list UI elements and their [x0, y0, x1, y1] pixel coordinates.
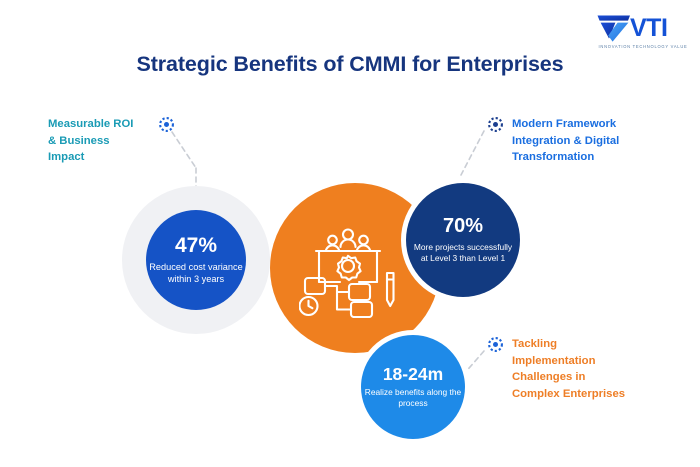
callout-measurable-roi: Measurable ROI & Business Impact	[48, 116, 168, 166]
vti-logo: VTI INNOVATION TECHNOLOGY VALUE	[597, 14, 689, 54]
page-title: Strategic Benefits of CMMI for Enterpris…	[136, 52, 564, 76]
stat-description: Reduced cost variance within 3 years	[149, 261, 243, 284]
process-workflow-icon	[299, 228, 395, 318]
logo-tagline: INNOVATION TECHNOLOGY VALUE	[598, 44, 688, 49]
stat-value: 47%	[174, 233, 218, 257]
callout-tackling-implementation: Tackling Implementation Challenges in Co…	[512, 336, 687, 402]
stat-description: More projects successfully at Level 3 th…	[413, 242, 513, 263]
callout-modern-framework: Modern Framework Integration & Digital T…	[512, 116, 687, 166]
stat-description: Realize benefits along the process	[364, 387, 462, 409]
logo-wordmark: VTI	[630, 14, 668, 42]
dotted-target-icon-modern-framework	[488, 117, 503, 132]
dotted-target-icon-measurable-roi	[159, 117, 174, 132]
vti-chevron-logo-icon	[597, 15, 630, 42]
callout-label: Tackling Implementation Challenges in Co…	[512, 338, 626, 400]
stat-value: 18-24m	[382, 364, 444, 385]
stat-bubble-reduced-cost-variance[interactable]: 47% Reduced cost variance within 3 years	[146, 210, 246, 310]
stat-bubble-more-projects-level-3[interactable]: 70% More projects successfully at Level …	[406, 183, 520, 297]
stat-value: 70%	[442, 215, 484, 238]
stat-bubble-realize-benefits-timeline[interactable]: 18-24m Realize benefits along the proces…	[361, 335, 465, 439]
callout-label: Modern Framework Integration & Digital T…	[512, 118, 620, 163]
dotted-target-icon-tackling-implementation	[488, 337, 503, 352]
callout-label: Measurable ROI & Business Impact	[48, 118, 134, 163]
